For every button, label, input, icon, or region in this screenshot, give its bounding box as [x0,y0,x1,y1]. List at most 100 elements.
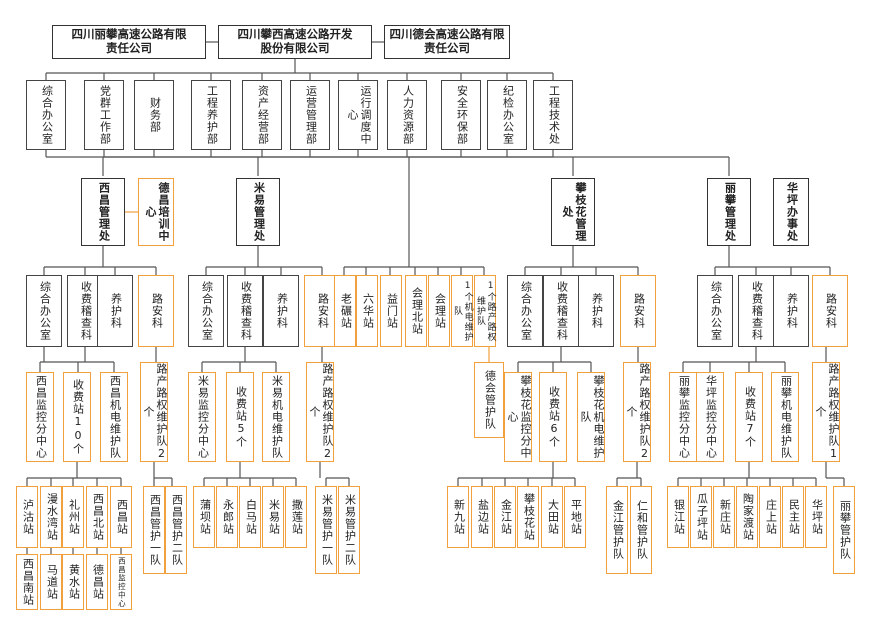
miyi-station-2-label: 白马站 [244,499,258,535]
miyi-team-0-label: 米易管护一队 [320,494,334,566]
dept-1-label: 党群工作部 [98,85,112,145]
lipan-l3-2: 收费站7个 [735,372,763,462]
xichang-sub-1-label: 收费稽查科 [79,281,93,341]
lipan-station-4-label: 庄上站 [764,499,778,535]
miyi-sub-2-label: 养护科 [275,293,289,329]
dehui-unit-3: 会理北站 [405,275,427,347]
office-miyi: 米易管理处 [236,178,280,246]
lipan-station-2: 新庄站 [713,486,735,548]
miyi-l3-3: 路产路权维护队2个 [306,362,334,462]
xichang-station-4-label: 西昌站 [115,499,129,535]
panzhihua-station-2: 金江站 [494,486,516,548]
office-miyi-label: 米易管理处 [252,182,266,242]
xichang-sub-3: 路安科 [138,275,174,347]
panzhihua-sub-0-label: 综合办公室 [519,281,533,341]
lipan-team-label: 丽攀管护队 [838,500,852,560]
dept-3-label: 工程养护部 [205,85,219,145]
office-lipan-label: 丽攀管理处 [723,182,737,242]
miyi-sub-1-label: 收费稽查科 [239,281,253,341]
xichang-sub-2-label: 养护科 [109,293,123,329]
company-dehui: 四川德会高速公路有限 责任公司 [384,25,510,59]
xichang-station2-1-label: 马道站 [45,564,59,600]
dept-10: 工程技术处 [533,80,573,150]
dept-2: 财务部 [134,80,174,150]
miyi-l3-3-label: 路产路权维护队2个 [308,363,334,461]
company-dehui-label: 四川德会高速公路有限 责任公司 [389,27,505,55]
panzhihua-l3-0: 攀枝花监控分中心 [504,372,532,462]
xichang-team-0: 西昌管护一队 [143,486,165,574]
dept-4: 资产经营部 [242,80,282,150]
xichang-station2-0-label: 西昌南站 [21,558,35,606]
xichang-station-2-label: 礼州站 [67,499,81,535]
lipan-station-5-label: 民主站 [787,499,801,535]
xichang-sub-0-label: 综合办公室 [38,281,52,341]
dehui-unit-5: 1个机电维护队 [451,275,473,347]
xichang-l3-0: 西昌监控分中心 [26,372,54,462]
dehui-unit-4-label: 会理站 [433,293,447,329]
lipan-sub-0-label: 综合办公室 [709,281,723,341]
office-panzhihua-label: 攀枝花管理处 [561,182,587,242]
xichang-station-2: 礼州站 [62,486,84,548]
miyi-sub-0-label: 综合办公室 [200,281,214,341]
panzhihua-sub-1: 收费稽查科 [543,275,579,347]
panzhihua-l3-2: 攀枝花机电维护队 [577,372,605,462]
lipan-l3-3-label: 丽攀机电维护队 [779,375,793,459]
office-huaping-label: 华坪办事处 [785,182,799,242]
xichang-team-0-label: 西昌管护一队 [148,494,162,566]
dept-2-label: 财务部 [148,97,162,133]
company-panxi-label: 四川攀西高速公路开发 股份有限公司 [237,27,353,55]
panzhihua-team-0: 金江管护队 [606,486,628,574]
panzhihua-sub-3-label: 路安科 [632,293,646,329]
lipan-station-1-label: 瓜子坪站 [695,493,709,541]
xichang-station-0: 泸沽站 [16,486,38,548]
xichang-l3-1-label: 收费站10个 [71,379,85,455]
dept-8: 安全环保部 [441,80,481,150]
office-dechang-training: 德昌培训中心 [138,178,174,246]
panzhihua-l3-1-label: 收费站6个 [547,386,561,448]
dept-0: 综合办公室 [26,80,66,150]
dept-4-label: 资产经营部 [256,85,270,145]
xichang-station2-3-label: 德昌站 [91,564,105,600]
dept-6-label: 运行调度中心 [346,85,372,145]
panzhihua-station-5-label: 平地站 [569,499,583,535]
panzhihua-station-4: 大田站 [541,486,563,548]
panzhihua-l3-2-label: 攀枝花机电维护队 [579,375,605,459]
dehui-unit-6-label: 1个路产路权维护队 [475,280,496,342]
panzhihua-station-1-label: 盐边站 [476,499,490,535]
dept-1: 党群工作部 [84,80,124,150]
office-dechang-training-label: 德昌培训中心 [144,182,170,242]
dept-6: 运行调度中心 [338,80,378,150]
office-lipan: 丽攀管理处 [707,178,751,246]
lipan-station-4: 庄上站 [759,486,781,548]
miyi-sub-2: 养护科 [263,275,299,347]
xichang-l3-2-label: 西昌机电维护队 [108,375,122,459]
xichang-station2-1: 马道站 [40,554,62,610]
company-lipan: 四川丽攀高速公路有限 责任公司 [52,25,206,59]
panzhihua-sub-2-label: 养护科 [590,293,604,329]
panzhihua-l3-3: 路产路权维护队2个 [623,362,651,462]
panzhihua-station-3: 攀枝花站 [517,486,539,548]
xichang-sub-2: 养护科 [97,275,133,347]
lipan-l3-4-label: 路产路权维护队1个 [814,363,840,461]
dehui-unit-5-label: 1个机电维护队 [452,280,473,342]
miyi-station-4: 撒莲站 [285,486,307,548]
xichang-l3-0-label: 西昌监控分中心 [34,375,48,459]
panzhihua-team-1-label: 仁和管护队 [635,500,649,560]
lipan-station-6: 华坪站 [805,486,827,548]
miyi-l3-0-label: 米易监控分中心 [196,375,210,459]
xichang-station2-3: 德昌站 [86,554,108,610]
dehui-unit-0-label: 老碾站 [339,293,353,329]
xichang-sub-0: 综合办公室 [26,275,62,347]
xichang-station-0-label: 泸沽站 [21,499,35,535]
lipan-sub-3: 路安科 [812,275,848,347]
panzhihua-sub-3: 路安科 [620,275,656,347]
miyi-l3-2-label: 米易机电维护队 [270,375,284,459]
lipan-sub-1-label: 收费稽查科 [750,281,764,341]
miyi-station-0-label: 蒲坝站 [198,499,212,535]
miyi-station-1: 永郎站 [216,486,238,548]
panzhihua-station-5: 平地站 [564,486,586,548]
miyi-l3-1: 收费站5个 [226,372,254,462]
xichang-team-1-label: 西昌管护二队 [170,494,184,566]
miyi-station-4-label: 撒莲站 [290,499,304,535]
